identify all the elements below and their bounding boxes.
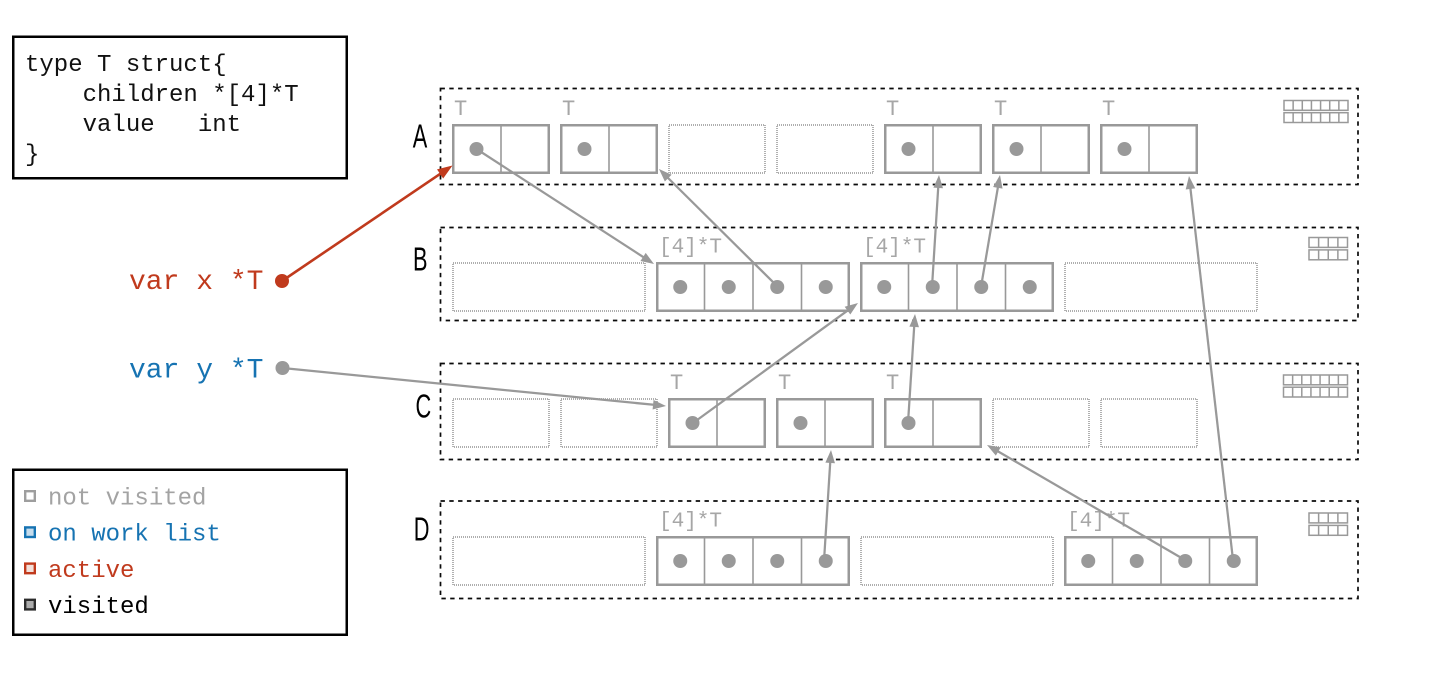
svg-text:not visited: not visited bbox=[48, 486, 206, 513]
svg-text:value int: value int bbox=[25, 112, 241, 139]
svg-text:[4]*T: [4]*T bbox=[1067, 511, 1130, 534]
svg-text:T: T bbox=[1102, 97, 1115, 122]
svg-text:var x *T: var x *T bbox=[129, 267, 263, 298]
svg-text:[4]*T: [4]*T bbox=[863, 237, 926, 260]
svg-text:A: A bbox=[413, 118, 428, 155]
svg-text:T: T bbox=[670, 371, 683, 396]
svg-text:T: T bbox=[886, 97, 899, 122]
svg-text:C: C bbox=[416, 388, 432, 425]
svg-text:B: B bbox=[413, 241, 428, 278]
svg-text:T: T bbox=[562, 97, 575, 122]
svg-text:var y *T: var y *T bbox=[129, 356, 263, 387]
svg-text:T: T bbox=[886, 371, 899, 396]
svg-text:[4]*T: [4]*T bbox=[659, 511, 722, 534]
svg-text:on work list: on work list bbox=[48, 522, 221, 549]
svg-text:T: T bbox=[454, 97, 467, 122]
svg-text:T: T bbox=[778, 371, 791, 396]
svg-text:}: } bbox=[25, 142, 39, 169]
svg-text:visited: visited bbox=[48, 594, 149, 621]
svg-text:D: D bbox=[414, 511, 430, 548]
svg-text:[4]*T: [4]*T bbox=[659, 237, 722, 260]
svg-text:children *[4]*T: children *[4]*T bbox=[25, 82, 299, 109]
svg-text:active: active bbox=[48, 558, 134, 585]
svg-text:type T struct{: type T struct{ bbox=[25, 52, 227, 79]
svg-text:T: T bbox=[994, 97, 1007, 122]
